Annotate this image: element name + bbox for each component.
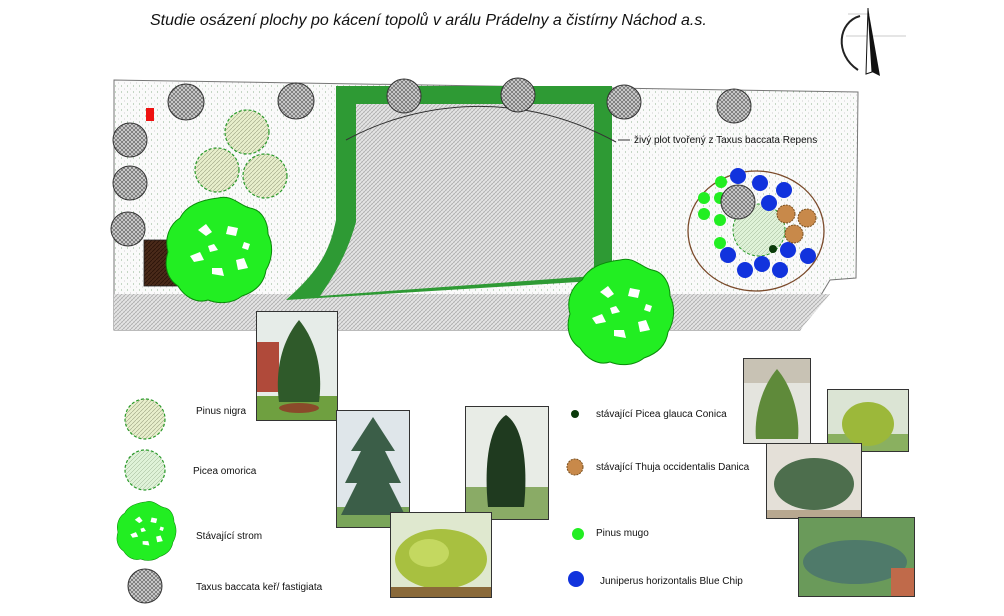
legend-existing-tree: Stávající strom xyxy=(196,531,263,542)
legend-picea-glauca: stávající Picea glauca Conica xyxy=(596,409,727,420)
pinus-mugo-photo xyxy=(390,512,492,598)
legend-thuja: stávající Thuja occidentalis Danica xyxy=(596,462,750,473)
picea-glauca-photo xyxy=(743,358,811,444)
legend-juniperus: Juniperus horizontalis Blue Chip xyxy=(600,576,743,587)
juniperus-horizontalis-photo xyxy=(798,517,915,597)
picea-omorica-photo xyxy=(336,410,410,528)
legend-pinus-mugo: Pinus mugo xyxy=(596,528,649,539)
legend-taxus: Taxus baccata keř/ fastigiata xyxy=(196,582,323,593)
juniperus-photo xyxy=(766,443,862,519)
pinus-nigra-photo xyxy=(256,311,338,421)
taxus-photo xyxy=(465,406,549,520)
page-title: Studie osázení plochy po kácení topolů v… xyxy=(150,12,707,29)
thuja-photo xyxy=(827,389,909,452)
hedge-label: živý plot tvořený z Taxus baccata Repens xyxy=(634,135,818,146)
north-arrow-icon xyxy=(840,7,906,76)
legend-pinus-nigra: Pinus nigra xyxy=(196,406,247,417)
legend-picea-omorica: Picea omorica xyxy=(193,466,257,477)
